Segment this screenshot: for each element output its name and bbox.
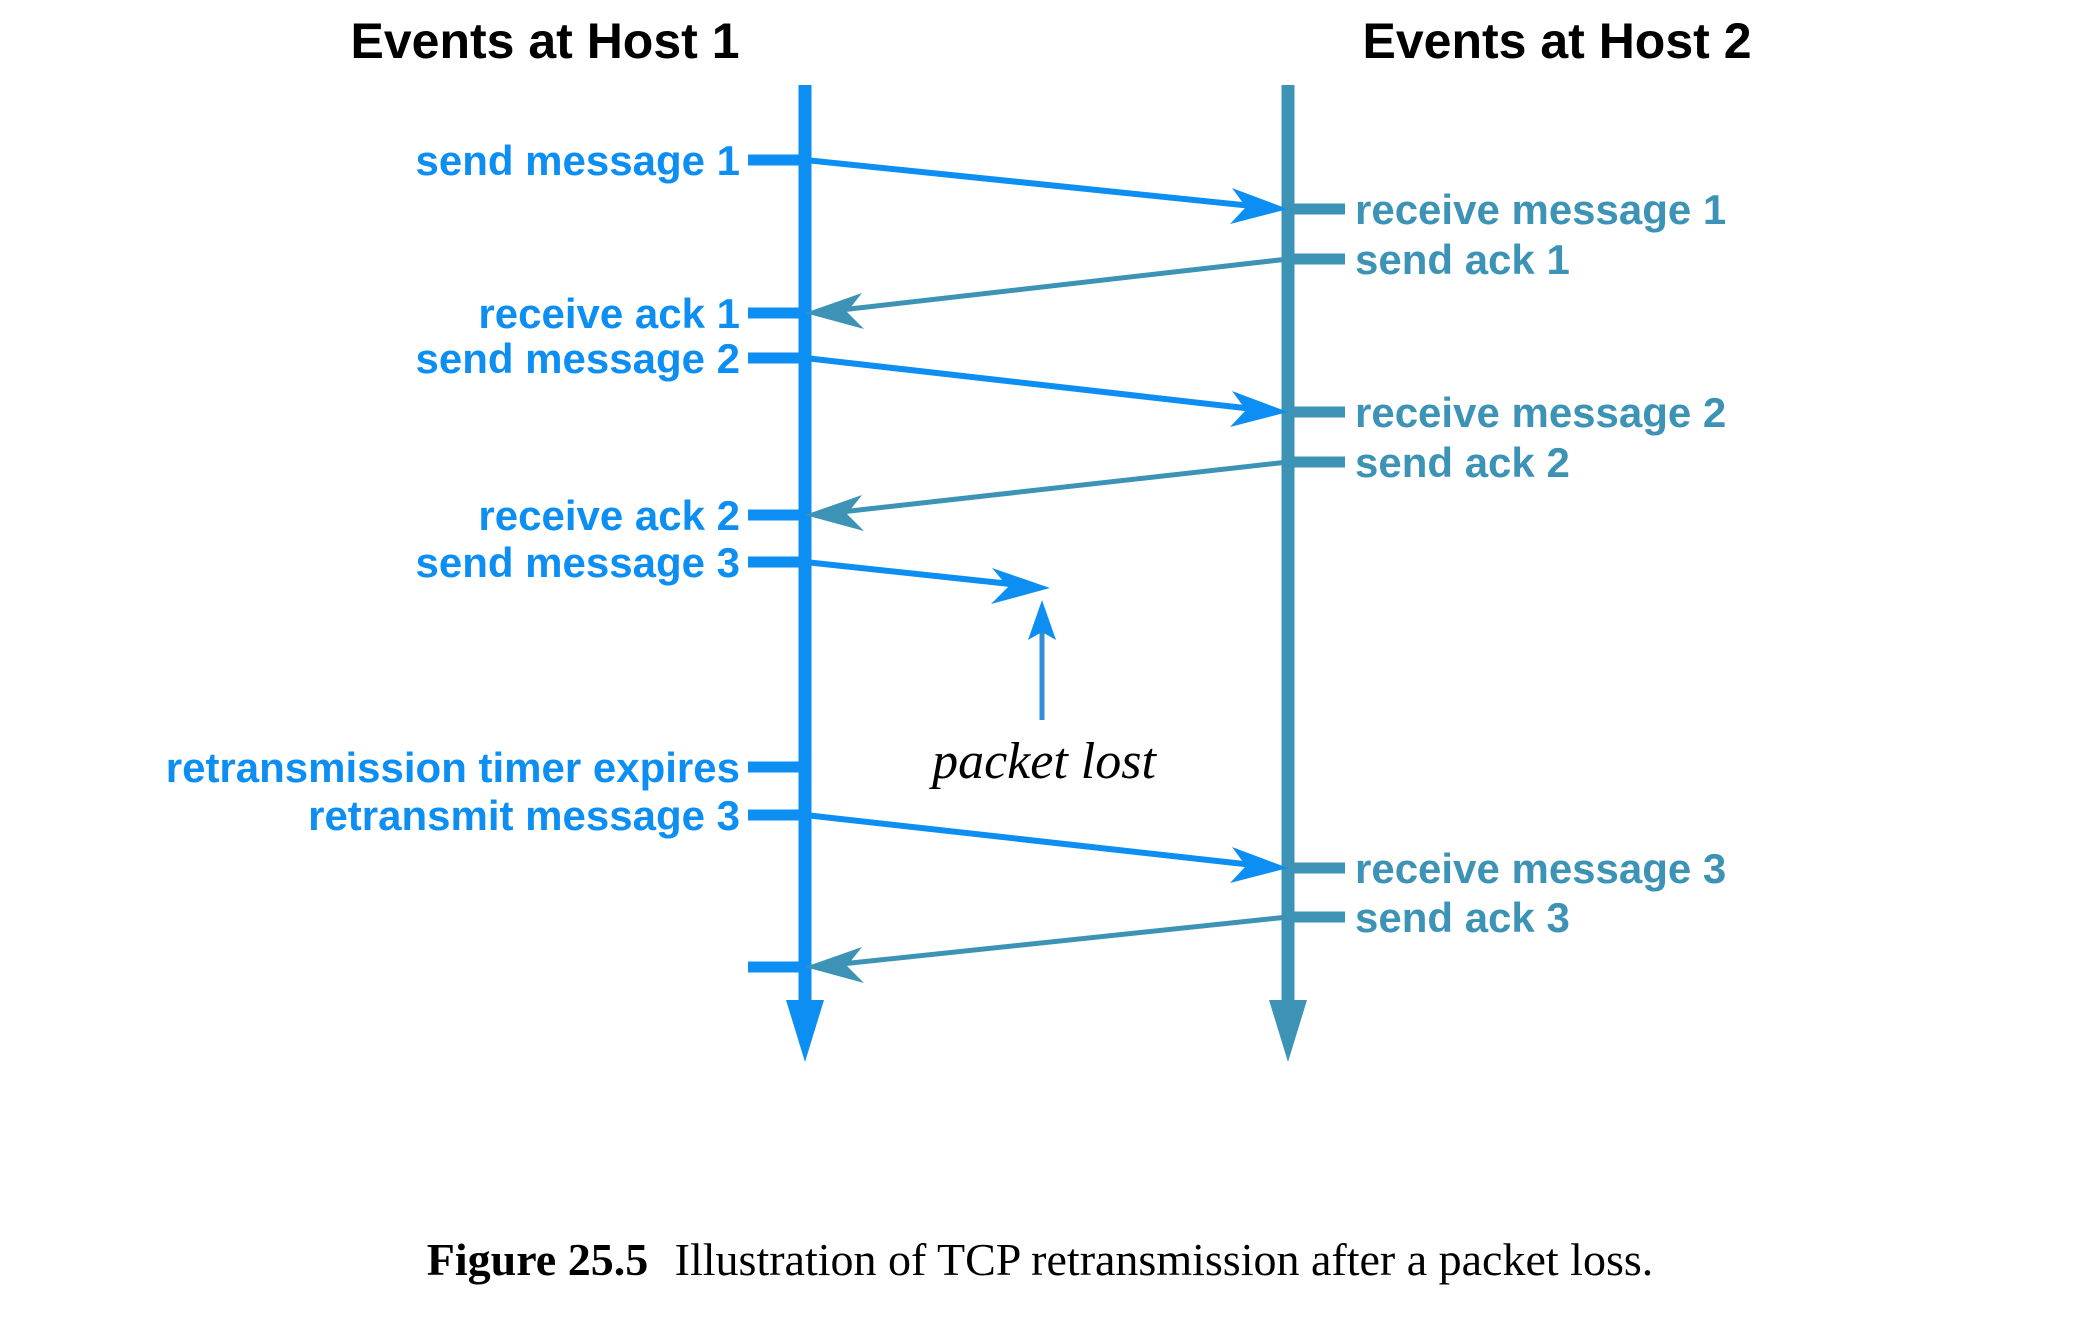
label-send-message-2: send message 2 bbox=[415, 335, 740, 382]
label-receive-ack-2: receive ack 2 bbox=[478, 492, 740, 539]
message-arrow-send-message-1 bbox=[804, 157, 1288, 224]
message-arrow-send-message-3-lost bbox=[804, 559, 1050, 604]
message-arrow-retransmit-message-3 bbox=[804, 812, 1288, 883]
header-host2: Events at Host 2 bbox=[1362, 13, 1751, 69]
lifeline-host2 bbox=[1269, 85, 1307, 1062]
caption-number: Figure 25.5 bbox=[427, 1234, 648, 1285]
event-ticks-host2 bbox=[1283, 203, 1345, 923]
label-retransmit-message-3: retransmit message 3 bbox=[308, 792, 740, 839]
message-arrow-send-ack-3 bbox=[805, 914, 1289, 983]
label-send-message-3: send message 3 bbox=[415, 539, 740, 586]
label-receive-message-2: receive message 2 bbox=[1355, 389, 1726, 436]
label-send-ack-1: send ack 1 bbox=[1355, 236, 1570, 283]
message-arrow-send-ack-2 bbox=[805, 459, 1289, 531]
caption-text: Illustration of TCP retransmission after… bbox=[675, 1234, 1654, 1285]
header-host1: Events at Host 1 bbox=[350, 13, 739, 69]
label-send-ack-3: send ack 3 bbox=[1355, 894, 1570, 941]
labels-host2: receive message 1 send ack 1 receive mes… bbox=[1355, 186, 1726, 941]
label-send-message-1: send message 1 bbox=[415, 137, 740, 184]
label-send-ack-2: send ack 2 bbox=[1355, 439, 1570, 486]
labels-host1: send message 1 receive ack 1 send messag… bbox=[166, 137, 740, 839]
event-ticks-host1 bbox=[748, 154, 810, 973]
message-arrow-send-message-2 bbox=[804, 355, 1288, 427]
svg-text:Figure 25.5 Illustrati: Figure 25.5 Illustration of TCP retransm… bbox=[427, 1234, 1654, 1285]
label-receive-ack-1: receive ack 1 bbox=[478, 290, 740, 337]
lifeline-host1 bbox=[786, 85, 824, 1062]
label-receive-message-1: receive message 1 bbox=[1355, 186, 1726, 233]
figure-caption: Figure 25.5 Illustration of TCP retransm… bbox=[427, 1234, 1654, 1285]
packet-lost-annotation: packet lost bbox=[928, 733, 1157, 790]
label-retransmission-timer-expires: retransmission timer expires bbox=[166, 744, 740, 791]
packet-lost-pointer-arrow bbox=[1028, 600, 1056, 720]
label-receive-message-3: receive message 3 bbox=[1355, 845, 1726, 892]
message-arrow-send-ack-1 bbox=[805, 256, 1289, 329]
